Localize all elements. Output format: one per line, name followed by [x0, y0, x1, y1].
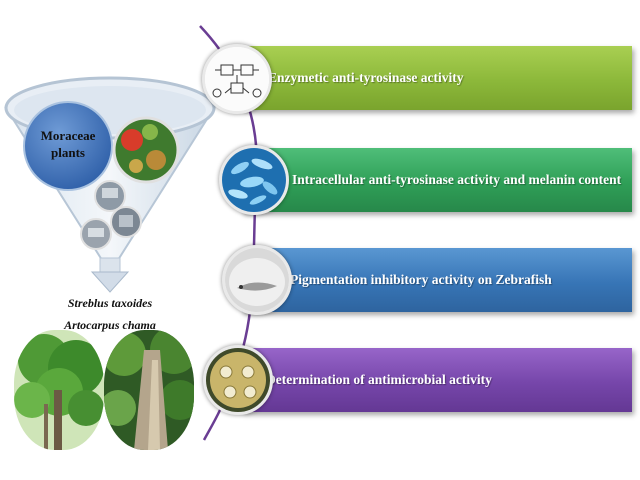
- species-label: Artocarpus chama: [64, 318, 156, 332]
- lab-photo-circle: [80, 218, 112, 250]
- lab-photo-circle: [110, 206, 142, 238]
- tree-photo-artocarpus: [104, 330, 194, 450]
- tree-photo-streblus: [14, 330, 104, 450]
- enzyme-diagram-thumbnail: [202, 44, 272, 114]
- funnel-graphic: Moraceae plants: [4, 76, 216, 293]
- moraceae-sphere: [23, 101, 113, 191]
- activity-label: Pigmentation inhibitory activity on Zebr…: [290, 272, 552, 287]
- zebrafish-thumbnail: [222, 245, 292, 315]
- lab-photo-circle: [94, 180, 126, 212]
- species-label: Streblus taxoides: [67, 296, 153, 310]
- activity-bar-intracellular: Intracellular anti-tyrosinase activity a…: [242, 148, 632, 212]
- plant-photo-circle: [112, 116, 180, 184]
- activity-bar-enzymatic: Enzymetic anti-tyrosinase activity: [242, 46, 632, 110]
- activity-bar-antimicrobial: Determination of antimicrobial activity: [242, 348, 632, 412]
- activity-label: Enzymetic anti-tyrosinase activity: [268, 70, 464, 85]
- funnel-title-line1: Moraceae: [41, 128, 96, 143]
- activity-label: Determination of antimicrobial activity: [266, 372, 492, 387]
- funnel-diagram: Moraceae plants: [0, 60, 220, 300]
- petri-dish-thumbnail: [203, 345, 273, 415]
- cell-micrograph-thumbnail: [219, 145, 289, 215]
- activity-bar-zebrafish: Pigmentation inhibitory activity on Zebr…: [242, 248, 632, 312]
- activity-label: Intracellular anti-tyrosinase activity a…: [292, 172, 622, 187]
- funnel-title-line2: plants: [51, 145, 85, 160]
